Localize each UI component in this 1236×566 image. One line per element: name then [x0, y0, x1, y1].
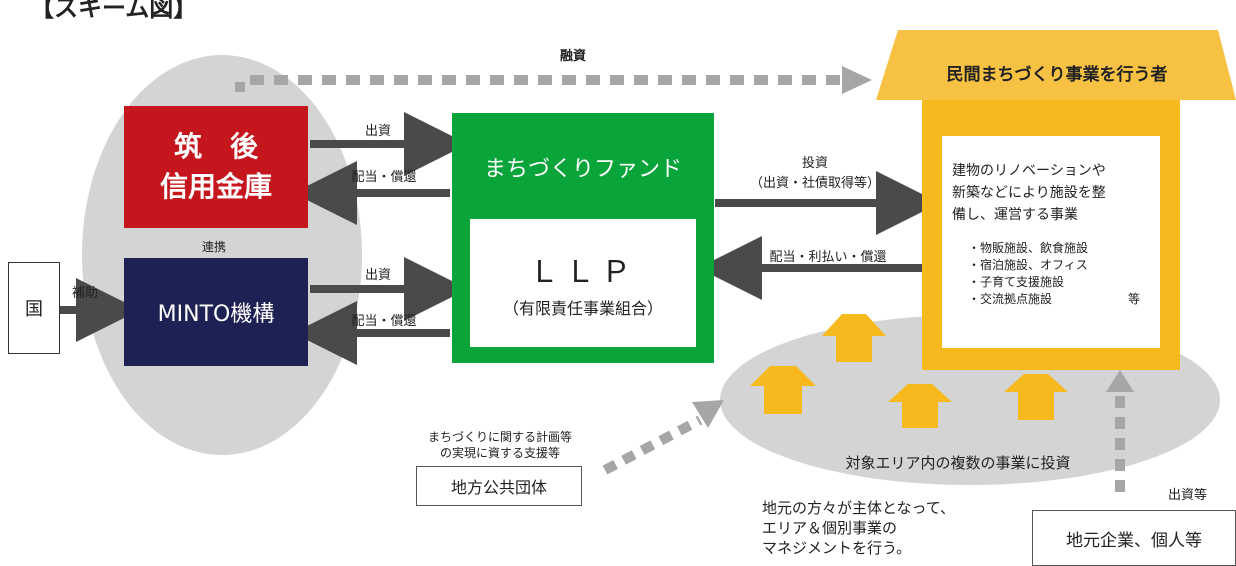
area-label: 対象エリア内の複数の事業に投資 [845, 454, 1071, 472]
operator-desc-line: 備し、運営する事業 [952, 207, 1078, 223]
llp-panel: ＬＬＰ （有限責任事業組合） [470, 219, 696, 347]
local-gov-box: 地方公共団体 [416, 466, 582, 506]
operator-item-suffix: 等 [1128, 292, 1141, 306]
minto-box: MINTO機構 [124, 258, 308, 366]
partial-heading: 【スキーム図】 [30, 0, 198, 22]
operator-roof [876, 30, 1236, 100]
operator-item: ・交流拠点施設 等 [968, 291, 1158, 308]
chikugo-bank-box: 筑 後 信用金庫 [124, 106, 308, 228]
local-note-line: マネジメントを行う。 [762, 539, 912, 557]
fund-title: まちづくりファンド [483, 157, 682, 182]
toushi-label: 投資 [801, 156, 829, 171]
shusshi-label-1: 出資 [364, 124, 392, 139]
kuni-label: 国 [25, 299, 43, 320]
renkei-label: 連携 [201, 240, 227, 254]
operator-desc-line: 新築などにより施設を整 [952, 185, 1106, 201]
operator-desc: 建物のリノベーションや 新築などにより施設を整 備し、運営する事業 [952, 160, 1156, 226]
kuni-box: 国 [8, 262, 60, 354]
fund-box: まちづくりファンド ＬＬＰ （有限責任事業組合） [452, 113, 714, 363]
chikugo-bank-line2: 信用金庫 [159, 170, 272, 203]
haito-right-label: 配当・利払い・償還 [769, 250, 887, 265]
operator-item: ・宿泊施設、オフィス [968, 258, 1088, 272]
local-note-line: エリア＆個別事業の [762, 519, 898, 537]
toushi-sub-label: （出資・社債取得等） [749, 176, 881, 191]
local-note-line: 地元の方々が主体となって、 [762, 499, 956, 517]
house-icon [1004, 374, 1068, 420]
chikugo-bank-line1: 筑 後 [173, 130, 258, 163]
support-dotted-line [602, 415, 703, 475]
hojo-label: 補助 [72, 286, 99, 301]
house-icon [750, 366, 816, 414]
operator-panel [942, 136, 1160, 348]
operator-item-last: ・交流拠点施設 [968, 292, 1053, 306]
operator-desc-line: 建物のリノベーションや [952, 163, 1106, 179]
operator-item: ・物販施設、飲食施設 [968, 241, 1089, 255]
shusshi-tou-label: 出資等 [1168, 488, 1208, 503]
llp-label: ＬＬＰ [529, 255, 637, 290]
house-icon [822, 314, 886, 362]
local-note: 地元の方々が主体となって、 エリア＆個別事業の マネジメントを行う。 [762, 498, 955, 558]
yuushi-label: 融資 [560, 49, 587, 64]
operator-roof-label: 民間まちづくり事業を行う者 [946, 65, 1168, 85]
local-biz-box: 地元企業、個人等 [1032, 510, 1236, 566]
local-biz-label: 地元企業、個人等 [1066, 530, 1202, 551]
operator-items: ・物販施設、飲食施設 ・宿泊施設、オフィス ・子育て支援施設 ・交流拠点施設 等 [968, 240, 1158, 308]
local-arrowhead [1106, 370, 1134, 392]
haito-label-1: 配当・償還 [351, 170, 417, 185]
minto-label: MINTO機構 [157, 302, 275, 327]
local-gov-note-1: まちづくりに関する計画等 [427, 430, 573, 444]
shusshi-label-2: 出資 [364, 268, 392, 283]
haito-label-2: 配当・償還 [351, 314, 417, 329]
yuushi-arrowhead [842, 66, 872, 94]
house-icon [888, 384, 952, 428]
support-arrowhead [692, 400, 724, 428]
local-gov-label: 地方公共団体 [450, 478, 547, 497]
llp-sub: （有限責任事業組合） [502, 299, 663, 318]
operator-item: ・子育て支援施設 [968, 275, 1065, 289]
local-gov-note-2: の実現に資する支援等 [439, 446, 561, 460]
